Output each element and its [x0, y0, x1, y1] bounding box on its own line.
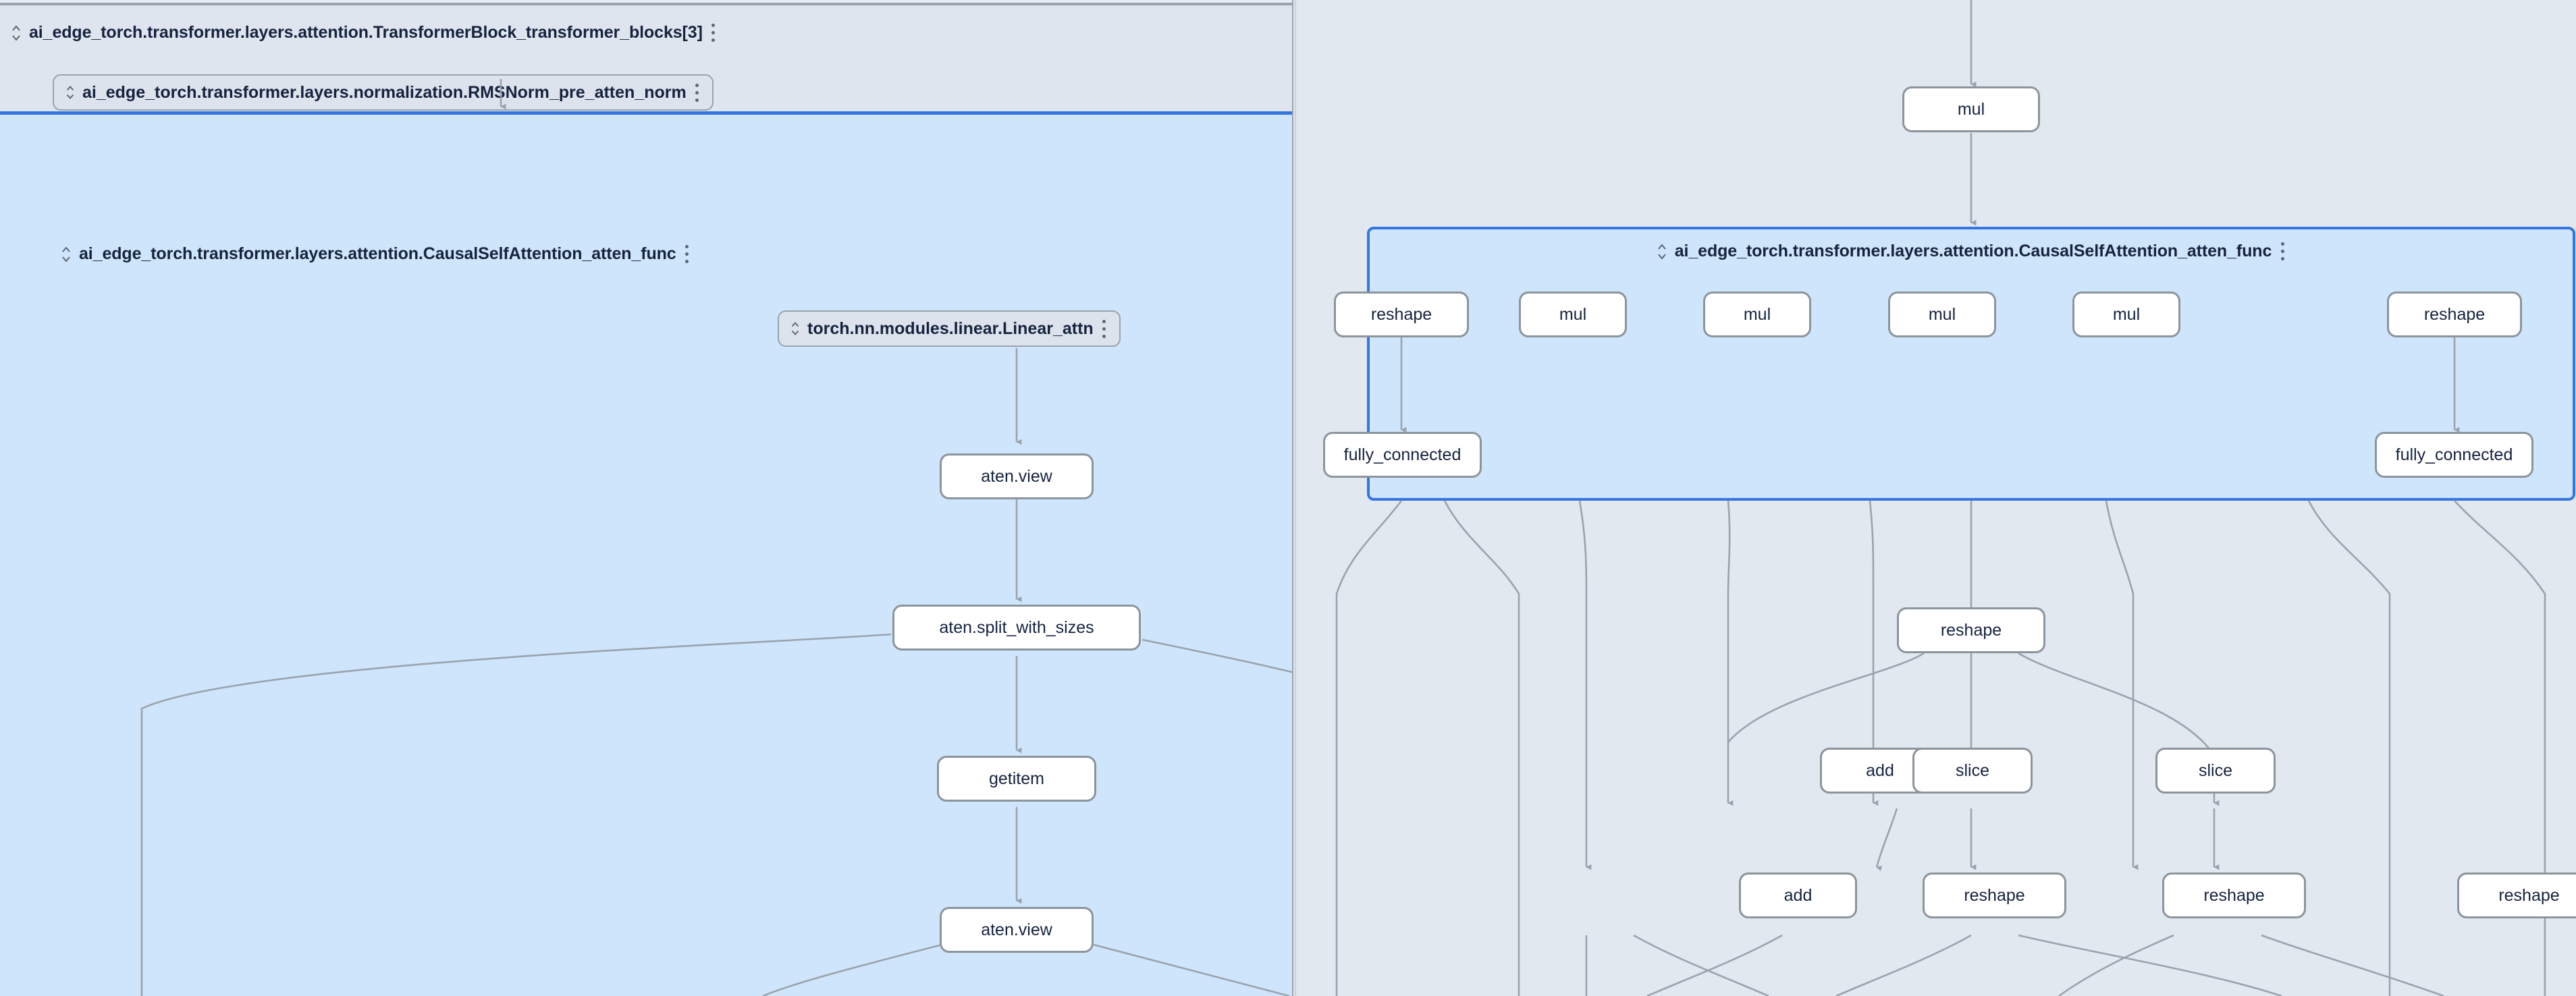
op-node-mul-2[interactable]: mul: [1703, 292, 1811, 337]
op-node-label: aten.split_with_sizes: [939, 617, 1094, 637]
more-vertical-icon[interactable]: [710, 22, 717, 44]
op-node-label: mul: [2112, 304, 2141, 324]
left-graph-pane[interactable]: ai_edge_torch.transformer.layers.attenti…: [0, 0, 1292, 996]
op-node-label: getitem: [989, 769, 1044, 788]
op-node-label: mul: [1743, 304, 1771, 324]
layer-node-rmsnorm-pre-atten-norm[interactable]: ai_edge_torch.transformer.layers.normali…: [53, 74, 714, 111]
op-node-mul-4[interactable]: mul: [2072, 292, 2180, 337]
op-node-reshape-b[interactable]: reshape: [2387, 292, 2522, 337]
op-node-reshape-c[interactable]: reshape: [1897, 607, 2045, 653]
expand-collapse-chevrons-icon[interactable]: [1657, 243, 1667, 260]
op-node-label: add: [1866, 760, 1894, 780]
op-node-reshape-e[interactable]: reshape: [2162, 873, 2306, 918]
op-node-fully-connected-1[interactable]: fully_connected: [1323, 432, 1482, 478]
op-node-label: reshape: [1964, 885, 2025, 905]
transformer-block-group-header[interactable]: ai_edge_torch.transformer.layers.attenti…: [11, 22, 717, 44]
transformer-block-group-title: ai_edge_torch.transformer.layers.attenti…: [29, 23, 703, 42]
op-node-label: slice: [2198, 760, 2232, 780]
op-node-label: reshape: [2423, 304, 2486, 324]
layer-node-linear-attn-label: torch.nn.modules.linear.Linear_attn: [807, 319, 1094, 338]
op-node-aten-view[interactable]: aten.view: [940, 453, 1094, 499]
causal-self-attention-title-right: ai_edge_torch.transformer.layers.attenti…: [1674, 242, 2272, 260]
op-node-label: add: [1783, 885, 1813, 905]
op-node-label: reshape: [2498, 885, 2560, 905]
layer-node-rmsnorm-label: ai_edge_torch.transformer.layers.normali…: [82, 82, 687, 102]
causal-self-attention-title-left: ai_edge_torch.transformer.layers.attenti…: [79, 244, 676, 263]
op-node-reshape-f[interactable]: reshape: [2457, 873, 2576, 918]
op-node-reshape-a[interactable]: reshape: [1334, 292, 1469, 337]
op-node-slice-2[interactable]: slice: [2155, 748, 2276, 794]
op-node-label: fully_connected: [1343, 445, 1461, 464]
op-node-label: mul: [1559, 304, 1587, 324]
op-node-aten-split-with-sizes[interactable]: aten.split_with_sizes: [892, 605, 1141, 651]
op-node-label: mul: [1957, 99, 1985, 119]
right-graph-pane[interactable]: mul ai_edge_torch.transformer.layers.att…: [1296, 0, 2576, 996]
more-vertical-icon[interactable]: [684, 243, 691, 265]
op-node-add-2[interactable]: add: [1739, 873, 1857, 918]
op-node-reshape-d[interactable]: reshape: [1923, 873, 2066, 918]
causal-self-attention-header-left[interactable]: ai_edge_torch.transformer.layers.attenti…: [61, 243, 691, 265]
op-node-label: mul: [1928, 304, 1956, 324]
causal-self-attention-header-right[interactable]: ai_edge_torch.transformer.layers.attenti…: [1367, 240, 2575, 262]
layer-node-linear-attn[interactable]: torch.nn.modules.linear.Linear_attn: [778, 310, 1121, 347]
op-node-mul-1[interactable]: mul: [1519, 292, 1627, 337]
op-node-aten-view-2[interactable]: aten.view: [940, 907, 1094, 953]
expand-collapse-chevrons-icon[interactable]: [65, 84, 75, 101]
op-node-mul-3[interactable]: mul: [1888, 292, 1996, 337]
expand-collapse-chevrons-icon[interactable]: [790, 321, 800, 337]
more-vertical-icon[interactable]: [694, 82, 701, 104]
op-node-label: reshape: [2203, 885, 2265, 905]
expand-collapse-chevrons-icon[interactable]: [11, 24, 22, 42]
expand-collapse-chevrons-icon[interactable]: [61, 246, 72, 263]
op-node-fully-connected-2[interactable]: fully_connected: [2375, 432, 2533, 478]
op-node-label: slice: [1955, 760, 1989, 780]
op-node-label: aten.view: [981, 920, 1052, 939]
pane-top-strip: [0, 0, 1292, 4]
op-node-getitem[interactable]: getitem: [937, 756, 1096, 802]
op-node-label: reshape: [1940, 620, 2002, 640]
op-node-label: fully_connected: [2395, 445, 2513, 464]
causal-self-attention-group-right[interactable]: [1367, 227, 2575, 501]
op-node-label: reshape: [1370, 304, 1432, 324]
more-vertical-icon[interactable]: [1101, 318, 1108, 340]
more-vertical-icon[interactable]: [2279, 240, 2286, 262]
op-node-mul-top[interactable]: mul: [1902, 86, 2040, 132]
op-node-slice-1[interactable]: slice: [1912, 748, 2033, 794]
pane-divider[interactable]: [1292, 0, 1296, 996]
op-node-label: aten.view: [981, 466, 1052, 486]
